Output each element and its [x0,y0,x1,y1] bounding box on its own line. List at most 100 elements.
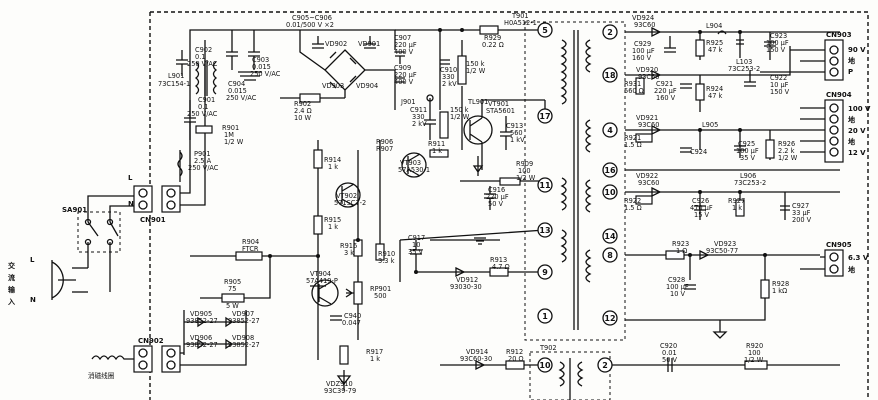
t902-box [529,351,611,400]
label-vd923-val: 93C50-77 [706,247,738,255]
label-out-20v: 20 V [848,127,866,135]
label-c928-val2: 10 V [670,290,685,298]
t901-sec-coil-4 [585,249,592,283]
label-r911-val: 1 k [432,147,442,155]
label-r922-val: 1.5 Ω [624,204,642,212]
label-r917-val: 1 k [370,355,380,363]
label-ac-in-2: 流 [8,273,15,282]
label-out-p: P [848,68,853,76]
label-c929-val1: 100 μF [632,47,655,55]
label-r904: R904 [242,238,259,246]
label-c923-val1: 100 μF [766,39,789,47]
label-r150k-b: 150 k [450,106,469,114]
label-c924: C924 [690,148,707,156]
label-vt904-val: 57A419-P [306,277,338,285]
label-vd912: VD912 [456,276,478,284]
label-c927: C927 [792,202,809,210]
t902-pin-2 [597,357,613,373]
t902-pin-10 [537,357,553,373]
label-c920: C920 [660,342,677,350]
label-c926-val1: 470 μF [690,204,713,212]
pin-8 [602,247,618,263]
label-out-gnd4: 地 [848,265,855,274]
label-p901-val2: 250 V/AC [188,164,219,172]
label-r907: R907 [376,145,393,153]
label-vd901: VD901 [358,40,380,48]
label-c901: C901 [198,96,215,104]
label-vd906: VD906 [190,334,212,342]
pin-17 [537,108,553,124]
label-c922-val1: 10 μF [770,81,789,89]
label-r926-val2: 1/2 W [778,154,798,162]
label-l906: L906 [740,172,756,180]
pin-1 [537,308,553,324]
label-p901-val1: 2.5 A [194,157,212,165]
label-cn901-n: N [128,200,134,208]
label-vd922: VD922 [636,172,658,180]
label-c909: C909 [394,64,411,72]
pin-label-14: 14 [604,232,616,241]
label-p901: P901 [194,150,211,158]
label-c910-val1: 330 [442,73,455,81]
label-l905: L905 [702,121,718,129]
label-r920: R920 [746,342,763,350]
pin-label-1: 1 [542,312,548,321]
label-r910-val: 3.3 k [378,257,395,265]
t902-pin-label-10: 10 [539,361,551,370]
label-vt902: VT902 [336,192,357,200]
label-c923-val2: 150 V [766,46,786,54]
label-r912-val: 20 Ω [508,355,524,363]
pin-5 [537,22,553,38]
label-vd923: VD923 [714,240,736,248]
pin-label-4: 4 [607,126,613,135]
label-vd905-val: 93852-27 [186,317,218,325]
label-l901-val: 73C154-1 [158,80,190,88]
label-vd912-val: 93030-30 [450,283,482,291]
label-r926: R926 [778,140,795,148]
label-vd924-val: 93C60 [634,21,655,29]
label-r911: R911 [428,140,445,148]
label-r916-val: 3 k [344,249,354,257]
label-cn903: CN903 [826,31,852,39]
pin-9 [537,264,553,280]
label-r923-val: 1 Ω [676,247,687,255]
label-c940-val: 0.047 [342,319,361,327]
label-ac-in-3: 输 [8,285,16,294]
label-c901-val1: 0.1 [198,103,209,111]
label-r904-val: FTCR [242,245,259,253]
label-c922-val2: 150 V [770,88,790,96]
label-vd903: VD903 [322,82,344,90]
label-c917-val1: 10 [412,241,420,249]
label-vdz910: VDZ910 [326,380,353,388]
pin-4 [602,122,618,138]
label-c920-val1: 0.01 [662,349,677,357]
label-c923: C923 [770,32,787,40]
label-out-gnd2: 地 [848,115,855,124]
t901-pins [537,22,618,373]
label-c916-val1: 220 μF [486,193,509,201]
label-c921x: C921 [656,80,673,88]
label-r924: R924 [706,85,723,93]
label-c905-906: C905~C906 [292,14,332,22]
pin-label-16: 16 [604,166,616,175]
label-c913-val1: 560 [510,129,523,137]
pin-label-10: 10 [604,188,616,197]
label-t902: T902 [539,344,557,352]
label-vd902: VD902 [325,40,347,48]
label-vd907-val: 93852-27 [228,317,260,325]
label-r906: R906 [376,138,393,146]
label-r901: R901 [222,124,239,132]
label-r902-val2: 10 W [294,114,311,122]
label-r924-val: 47 k [708,92,722,100]
label-vd924: VD924 [632,14,654,22]
label-c921x-val2: 160 V [656,94,676,102]
t902-coil-b [577,361,584,387]
label-ac-l: L [30,256,35,264]
label-r902-val1: 2.4 Ω [294,107,312,115]
label-cn901: CN901 [140,216,166,224]
label-c929-val2: 160 V [632,54,652,62]
pin-label-8: 8 [607,251,613,260]
label-cn902: CN902 [138,337,164,345]
label-r909-val1: 100 [518,167,531,175]
